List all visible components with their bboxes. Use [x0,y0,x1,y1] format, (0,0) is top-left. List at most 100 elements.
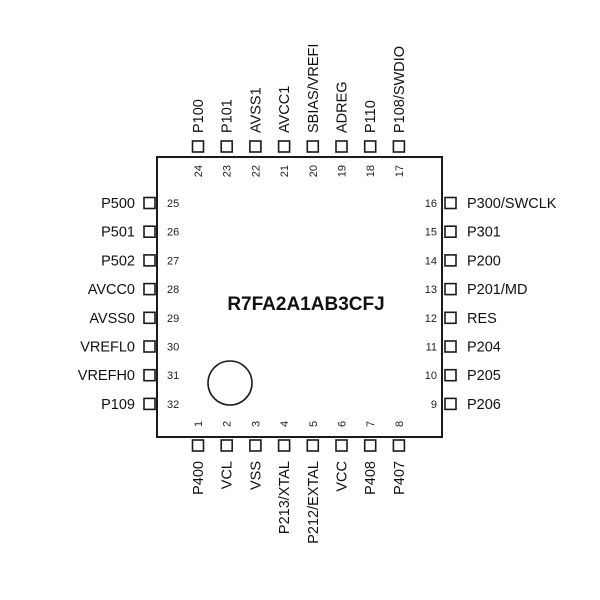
pin-pad [444,225,457,238]
pin-label: P212/EXTAL [306,461,322,544]
pin-pad [143,225,156,238]
pin1-indicator-circle [207,360,253,406]
pin-label: P300/SWCLK [467,196,557,212]
pin-label: P100 [191,99,207,133]
pin-label: P108/SWDIO [392,46,408,133]
pin-label: AVCC1 [277,86,293,133]
pin-label: AVSS0 [89,311,135,327]
pin-label: P213/XTAL [277,461,293,534]
pin-number: 28 [167,284,179,296]
chip-body [156,156,443,438]
pin-number: 31 [167,370,179,382]
pin-pad [143,311,156,325]
pin-label: P205 [467,368,501,384]
pin-pad [444,311,457,325]
pin-number: 19 [337,165,349,177]
pin-pad [363,439,377,452]
pin-label: P109 [101,397,135,413]
pin-number: 4 [279,421,291,427]
pin-number: 9 [431,399,437,411]
pin-pad [143,368,156,382]
pin-label: VCC [335,461,351,492]
pin-number: 10 [425,370,437,382]
pin-label: P110 [363,100,379,133]
pin-pad [335,439,348,452]
pin-pad [277,439,291,452]
pin-label: VCL [220,461,236,489]
pin-number: 21 [279,165,291,177]
pin-pad [249,140,262,153]
pin-number: 25 [167,198,179,210]
pin-pad [143,254,156,267]
pin-number: 23 [222,165,234,177]
pin-number: 32 [167,399,179,411]
pin-number: 1 [193,421,205,427]
pin-pad [143,196,156,210]
pin-number: 22 [250,165,262,177]
pin-pad [335,140,348,153]
pin-number: 2 [222,421,234,427]
pin-pad [277,140,291,153]
pin-label: P206 [467,397,501,413]
pin-number: 18 [365,165,377,177]
pins-layer: 1P4002VCL3VSS4P213/XTAL5P212/EXTAL6VCC7P… [78,44,557,544]
pin-number: 17 [394,165,406,177]
pin-pad [444,340,457,353]
pin-number: 6 [337,421,349,427]
pin-pad [143,397,156,411]
pin-pad [444,196,457,210]
pin-pad [392,439,406,452]
pin-label: P201/MD [467,282,527,298]
pin-pad [392,140,406,153]
pin-number: 8 [394,421,406,427]
pin-label: P500 [101,196,135,212]
pin-label: P400 [191,461,207,495]
pin-label: P501 [101,225,135,241]
pin-pad [191,140,205,153]
pin-label: P301 [467,225,501,241]
pin-label: P204 [467,340,501,356]
pin-number: 20 [308,165,320,177]
pin-label: VSS [248,461,264,490]
pin-pad [191,439,205,452]
pin-pad [306,439,320,452]
pin-number: 3 [250,421,262,427]
pin-number: 7 [365,421,377,427]
pin-pad [143,340,156,353]
pin-number: 15 [425,227,437,239]
pin-label: P200 [467,253,501,269]
pin-pad [444,368,457,382]
pin-number: 30 [167,342,179,354]
pin-label: VREFL0 [80,340,135,356]
pin-label: VREFH0 [78,368,135,384]
pin-label: RES [467,311,497,327]
pin-label: ADREG [335,81,351,133]
pin-number: 13 [425,284,437,296]
pin-number: 26 [167,227,179,239]
pin-number: 11 [426,342,437,354]
pin-pad [220,439,233,452]
pin-number: 12 [425,313,437,325]
pin-number: 5 [308,421,320,427]
pin-label: AVSS1 [248,87,264,133]
pin-label: P101 [220,99,236,133]
pin-pad [444,282,457,296]
part-number-label: R7FA2A1AB3CFJ [227,294,384,315]
pin-pad [143,282,156,296]
pin-number: 14 [425,255,437,267]
pin-pad [363,140,377,153]
pin-label: P502 [101,253,135,269]
pin-pad [444,254,457,267]
pin-pad [306,140,320,153]
pin-number: 16 [425,198,437,210]
pin-pad [444,397,457,411]
pin-number: 27 [167,255,179,267]
pin-number: 29 [167,313,179,325]
pin-pad [220,140,233,153]
pin-label: P408 [363,461,379,495]
pin-label: SBIAS/VREFI [306,44,322,133]
pin-number: 24 [193,165,205,177]
pin-pad [249,439,262,452]
